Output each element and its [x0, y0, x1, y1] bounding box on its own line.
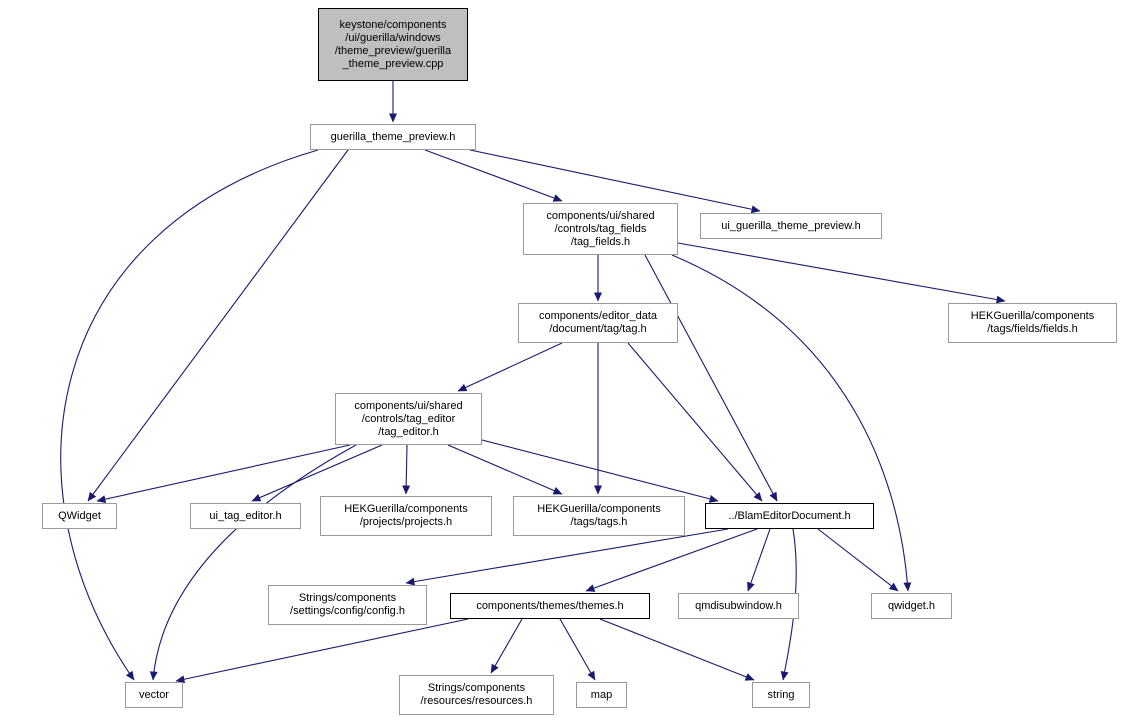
- edge-tag-h-tag-editor-h: [457, 342, 563, 392]
- edge-tag-fields-h-qwidget-h: [671, 254, 912, 592]
- edge-tag-editor-h-tags-h: [447, 444, 563, 495]
- edge-tag-fields-h-fields-h: [677, 242, 1006, 304]
- node-config-h[interactable]: Strings/components /settings/config/conf…: [268, 585, 427, 625]
- node-qwidget-h[interactable]: qwidget.h: [871, 593, 952, 619]
- edge-tag-fields-h-blam-editor-document-h: [644, 254, 778, 502]
- edge-blam-editor-document-h-qmdisubwindow-h: [747, 528, 771, 592]
- node-tags-h[interactable]: HEKGuerilla/components /tags/tags.h: [513, 496, 685, 536]
- node-tag-editor-h[interactable]: components/ui/shared /controls/tag_edito…: [335, 393, 482, 445]
- node-qmdisubwindow-h[interactable]: qmdisubwindow.h: [678, 593, 799, 619]
- edge-themes-h-string: [599, 618, 755, 681]
- node-ui-tag-editor-h[interactable]: ui_tag_editor.h: [190, 503, 301, 529]
- edge-blam-editor-document-h-themes-h: [585, 528, 758, 592]
- edge-tag-editor-h-ui-tag-editor-h: [251, 444, 383, 502]
- node-map[interactable]: map: [576, 682, 627, 708]
- node-vector[interactable]: vector: [125, 682, 183, 708]
- node-string[interactable]: string: [752, 682, 810, 708]
- edge-themes-h-vector: [175, 618, 469, 684]
- edge-blam-editor-document-h-qwidget-h: [817, 528, 899, 592]
- node-blam-editor-document-h[interactable]: ../BlamEditorDocument.h: [705, 503, 874, 529]
- edge-guerilla-theme-preview-h-tag-fields-h: [424, 149, 563, 202]
- node-themes-h[interactable]: components/themes/themes.h: [450, 593, 650, 619]
- node-projects-h[interactable]: HEKGuerilla/components /projects/project…: [320, 496, 492, 536]
- edge-tag-editor-h-qwidget-class: [96, 444, 351, 504]
- node-tag-fields-h[interactable]: components/ui/shared /controls/tag_field…: [523, 203, 678, 255]
- node-guerilla-theme-preview-h[interactable]: guerilla_theme_preview.h: [310, 124, 476, 150]
- edge-blam-editor-document-h-config-h: [405, 528, 729, 586]
- node-resources-h[interactable]: Strings/components /resources/resources.…: [399, 675, 554, 715]
- node-tag-h[interactable]: components/editor_data /document/tag/tag…: [518, 303, 678, 343]
- node-cpp: keystone/components /ui/guerilla/windows…: [318, 8, 468, 81]
- edge-tag-editor-h-projects-h: [402, 444, 411, 495]
- edge-guerilla-theme-preview-h-vector: [60, 149, 319, 681]
- edge-themes-h-resources-h: [490, 618, 523, 674]
- edge-tag-editor-h-vector: [149, 444, 357, 681]
- node-fields-h[interactable]: HEKGuerilla/components /tags/fields/fiel…: [948, 303, 1117, 343]
- edge-guerilla-theme-preview-h-ui-guerilla-theme-preview-h: [469, 149, 761, 214]
- node-qwidget-class[interactable]: QWidget: [42, 503, 117, 529]
- edge-themes-h-map: [559, 618, 596, 681]
- edge-guerilla-theme-preview-h-qwidget-class: [87, 149, 349, 502]
- edge-tag-h-blam-editor-document-h: [627, 342, 763, 502]
- edge-tag-editor-h-blam-editor-document-h: [481, 439, 719, 503]
- node-ui-guerilla-theme-preview-h[interactable]: ui_guerilla_theme_preview.h: [700, 213, 882, 239]
